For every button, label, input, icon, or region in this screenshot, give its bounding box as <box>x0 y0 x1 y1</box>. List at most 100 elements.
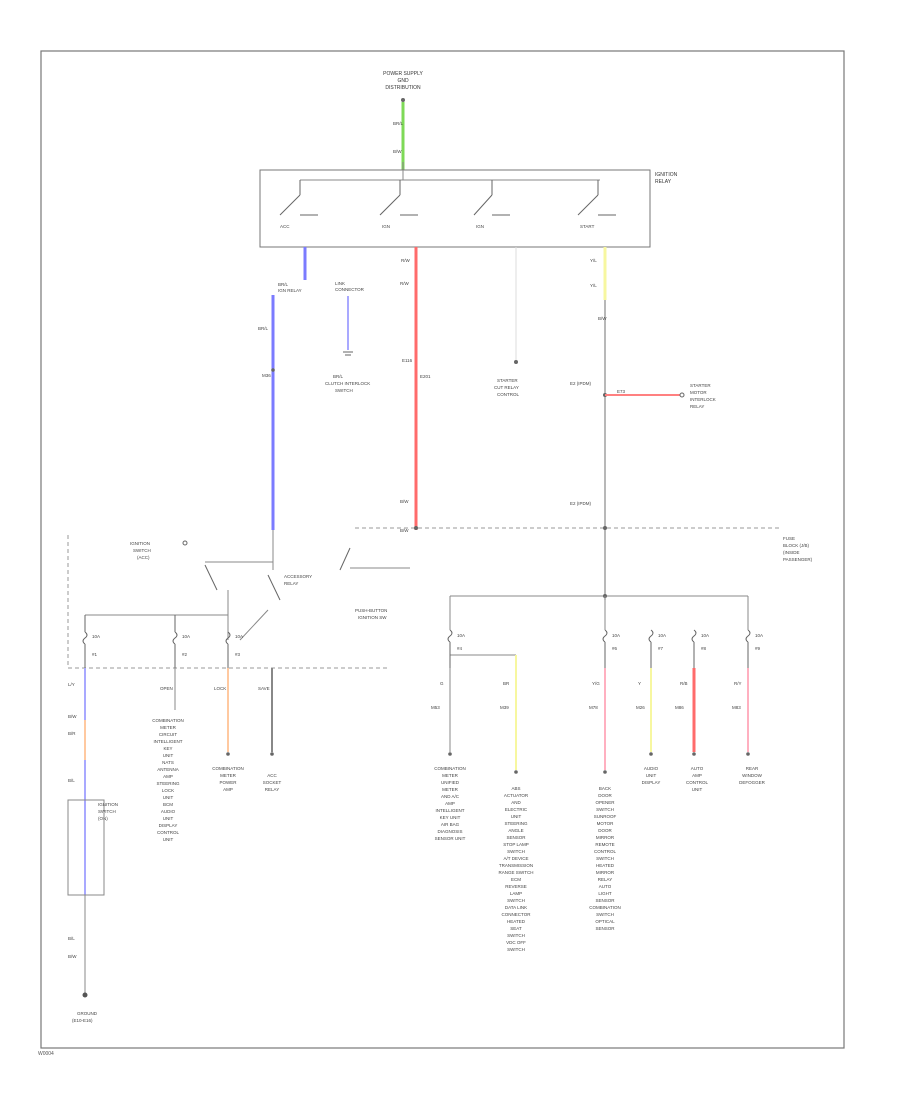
col3-top: R/W <box>401 258 411 263</box>
top-wire-label-2: B/W <box>393 149 402 154</box>
right-desc-4: AUDIO UNIT DISPLAY <box>642 766 661 785</box>
left-switch-cluster: IGNITION SWITCH (ACC) ACCESSORY RELAY PU… <box>67 530 410 669</box>
column-4-trunk: Y/L Y/L B/W E2 (IPDM) E2 (IPDM) E73 STAR… <box>570 247 716 600</box>
relay-box-label-2: RELAY <box>655 179 672 185</box>
col3-bottom-2: B/W <box>400 528 409 533</box>
right-code-5: M86 <box>675 705 684 710</box>
col3-mid-2: E116 <box>402 358 413 363</box>
right-desc-3-8: REMOTE <box>595 842 614 847</box>
right-desc-1-6: INTELLIGENT <box>435 808 464 813</box>
left-desc-1-1: METER <box>160 725 177 730</box>
right-code-4: M26 <box>636 705 645 710</box>
left-desc-3: ACC SOCKET RELAY <box>263 773 282 792</box>
col2-top-2: CONNECTOR <box>335 287 365 292</box>
right-desc-3-6: DOOR <box>598 828 612 833</box>
right-desc-2-14: REVERSE <box>505 884 527 889</box>
right-desc-1-3: METER <box>442 787 459 792</box>
starter-cut-2: CUT RELAY <box>494 385 519 390</box>
accessory-relay-1: ACCESSORY <box>284 574 312 579</box>
right-desc-2-13: ECM <box>511 877 521 882</box>
left-desc-1-0: COMBINATION <box>152 718 183 723</box>
right-desc-3-15: LIGHT <box>598 891 612 896</box>
right-desc-2-18: CONNECTOR <box>502 912 532 917</box>
left-fuses: 10A 10A 10A #1 #2 #3 <box>82 615 243 668</box>
top-source-label-2: GND <box>397 78 409 84</box>
col1-mid-1: BR/L <box>258 326 269 331</box>
right-desc-1-10: SENSOR UNIT <box>435 836 466 841</box>
right-desc-2-11: TRANSMISSION <box>499 863 533 868</box>
right-desc-2-15: LAMP <box>510 891 522 896</box>
bus-right-3: (INSIDE <box>783 550 800 555</box>
right-desc-4-1: UNIT <box>646 773 657 778</box>
right-desc-2: ABS ACTUATOR AND ELECTRIC UNIT STEERING … <box>498 786 533 952</box>
col4-node-1: E2 (IPDM) <box>570 381 592 386</box>
left-switch-1: IGNITION <box>130 541 150 546</box>
relay-contact-1: ACC <box>280 224 290 229</box>
right-desc-2-21: SWITCH <box>507 933 525 938</box>
right-desc-2-4: UNIT <box>511 814 522 819</box>
right-desc-3-20: SENSOR <box>595 926 615 931</box>
left-desc-1-7: ANTENNA <box>157 767 179 772</box>
col1-top-1: BR/L <box>278 282 289 287</box>
col2-mid-1: BR/L <box>333 374 344 379</box>
left-desc-1-3: INTELLIGENT <box>153 739 182 744</box>
left-desc-1-9: STEERING <box>156 781 180 786</box>
left-fuse-2: 10A <box>182 634 190 639</box>
right-branch-wires: G BR Y/G Y R/B R/Y M53 M39 M78 M26 M86 M… <box>431 655 750 774</box>
column-3-red: R/W R/W E116 E201 B/W B/W <box>400 247 431 533</box>
ign-right-1: STARTER <box>690 383 711 388</box>
right-desc-3-16: SENSOR <box>595 898 615 903</box>
right-desc-2-7: SENSOR <box>506 835 526 840</box>
right-desc-5-0: AUTO <box>691 766 704 771</box>
top-source-label-1: POWER SUPPLY <box>383 71 423 77</box>
right-desc-2-10: A/T DEVICE <box>504 856 529 861</box>
right-desc-3: BACK DOOR OPENER SWITCH SUNROOF MOTOR DO… <box>589 786 620 931</box>
relay-contact-4: START <box>580 224 595 229</box>
col4-mid-1: Y/L <box>590 283 597 288</box>
right-desc-5-1: AMP <box>692 773 702 778</box>
right-desc-3-14: AUTO <box>599 884 612 889</box>
right-desc-2-0: ABS <box>511 786 520 791</box>
right-wire-3: Y/G <box>592 681 600 686</box>
right-desc-1-2: UNIFIED <box>441 780 460 785</box>
left-desc-2-2: POWER <box>219 780 237 785</box>
right-fuse-1: 10A <box>457 633 465 638</box>
right-desc-4-0: AUDIO <box>644 766 659 771</box>
left-desc-2: COMBINATION METER POWER AMP <box>212 766 243 792</box>
right-desc-1-1: METER <box>442 773 459 778</box>
bus-right-1: FUSE <box>783 536 795 541</box>
right-desc-2-9: SWITCH <box>507 849 525 854</box>
ground-1: GROUND <box>77 1011 98 1016</box>
right-desc-5: AUTO AMP CONTROL UNIT <box>686 766 708 792</box>
ign-right-2: MOTOR <box>690 390 707 395</box>
ign-right-3: INTERLOCK <box>690 397 716 402</box>
top-source: POWER SUPPLY GND DISTRIBUTION BR/L B/W <box>383 71 423 170</box>
right-wire-1: G <box>440 681 444 686</box>
right-code-6: M83 <box>732 705 741 710</box>
col2-mid-2: CLUTCH INTERLOCK <box>325 381 370 386</box>
right-desc-2-23: SWITCH <box>507 947 525 952</box>
right-code-3: M78 <box>589 705 598 710</box>
right-fuse-sub-4: #7 <box>658 646 664 651</box>
right-desc-6-1: WINDOW <box>742 773 762 778</box>
right-desc-1-0: COMBINATION <box>434 766 465 771</box>
right-desc-1-8: AIR BAG <box>441 822 460 827</box>
left-desc-1-8: AMP <box>163 774 173 779</box>
relay-box-label-1: IGNITION <box>655 172 678 178</box>
right-desc-3-3: SWITCH <box>596 807 614 812</box>
left-desc-1-6: NATS <box>162 760 174 765</box>
starter-cut-3: CONTROL <box>497 392 519 397</box>
right-desc-2-8: STOP LAMP <box>503 842 529 847</box>
left-desc-1-15: DISPLAY <box>159 823 178 828</box>
right-desc-3-2: OPENER <box>595 800 615 805</box>
right-wire-4: Y <box>638 681 641 686</box>
col4-node-2: E73 <box>617 389 626 394</box>
col1-mid-2: M36 <box>262 373 271 378</box>
far-left-wire-4: B/L <box>68 778 75 783</box>
far-left-desc-1: IGNITION <box>98 802 118 807</box>
right-desc-3-13: RELAY <box>598 877 612 882</box>
right-desc-3-9: CONTROL <box>594 849 616 854</box>
right-wire-5: R/B <box>680 681 688 686</box>
right-code-1: M53 <box>431 705 440 710</box>
top-wire-label: BR/L <box>393 121 404 126</box>
